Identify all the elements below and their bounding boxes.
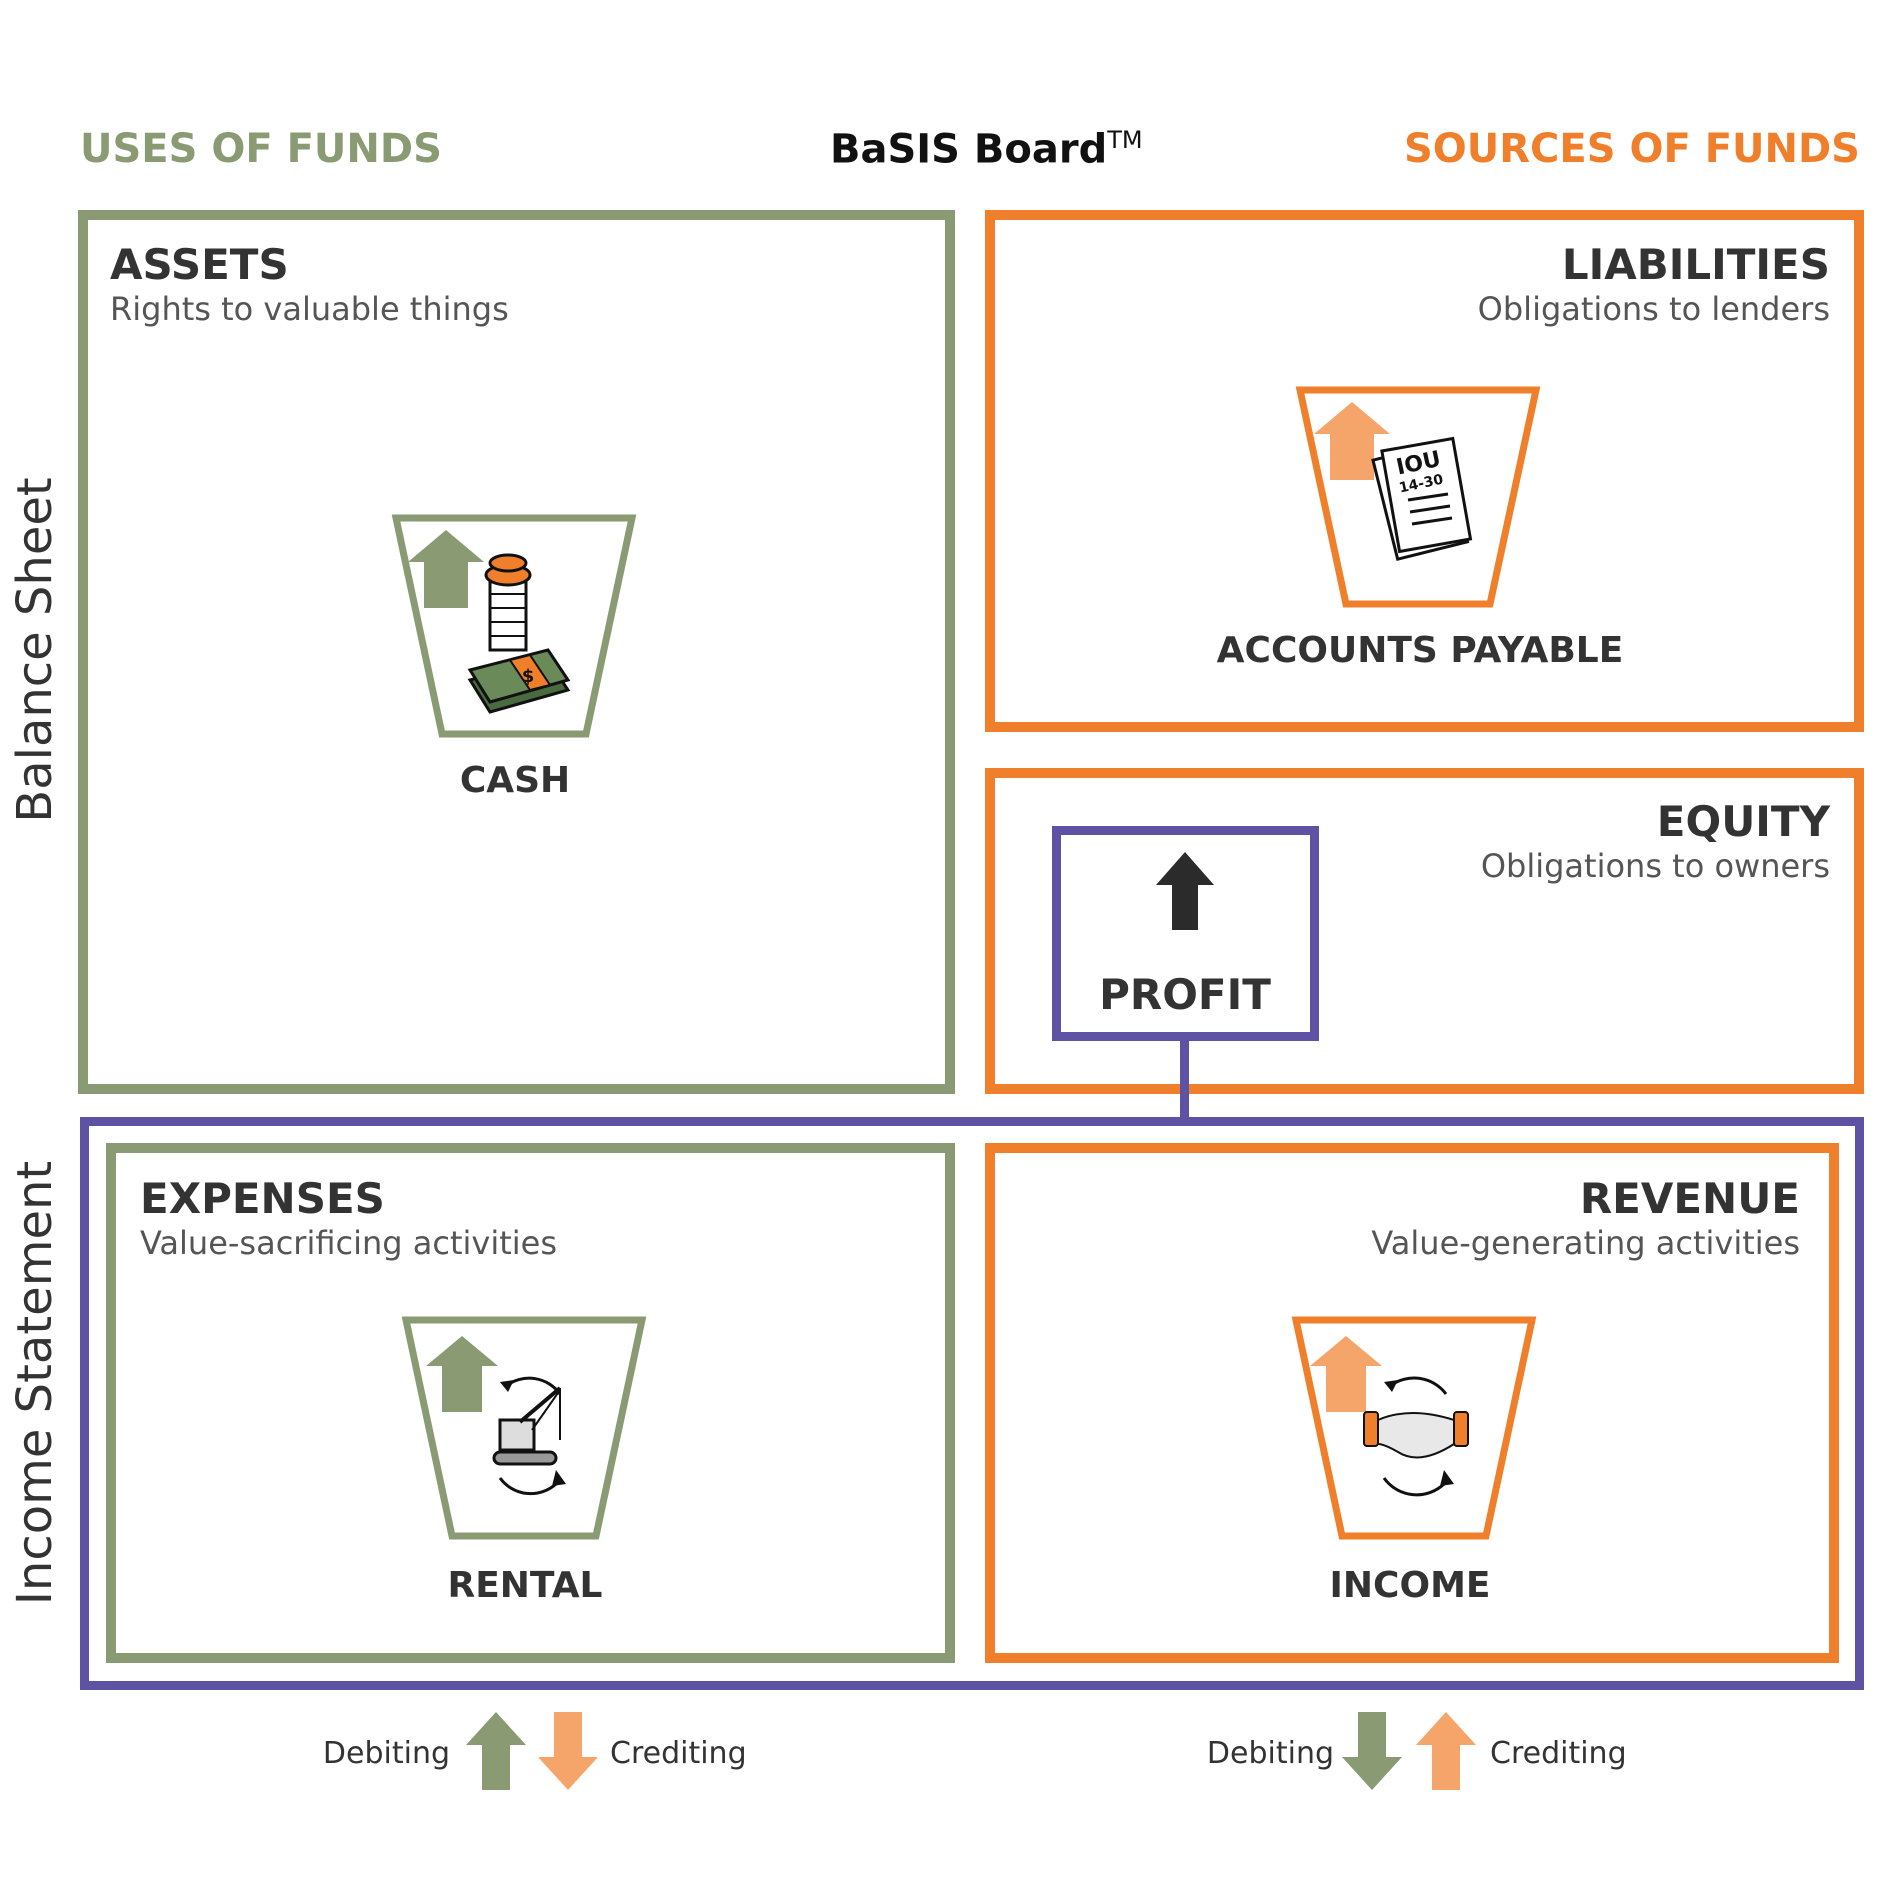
revenue-subtitle: Value-generating activities bbox=[1371, 1224, 1800, 1262]
crane-icon bbox=[492, 1386, 562, 1466]
sources-of-funds-heading: SOURCES OF FUNDS bbox=[1403, 126, 1860, 172]
equity-subtitle: Obligations to owners bbox=[1480, 847, 1830, 885]
income-statement-box bbox=[80, 1117, 1864, 1690]
board-title: BaSIS BoardTM bbox=[830, 126, 1143, 172]
revenue-box bbox=[985, 1143, 1839, 1663]
legend-right-debiting: Debiting bbox=[1206, 1736, 1334, 1771]
expenses-title: EXPENSES bbox=[140, 1174, 385, 1223]
legend-right-debit-arrow-icon bbox=[1342, 1712, 1402, 1790]
rental-cycle-top-icon bbox=[505, 1376, 562, 1395]
accounts-payable-label: ACCOUNTS PAYABLE bbox=[1216, 630, 1624, 671]
rental-cycle-bottom-icon bbox=[498, 1477, 557, 1496]
legend-left-crediting: Crediting bbox=[610, 1736, 747, 1771]
uses-of-funds-heading: USES OF FUNDS bbox=[80, 126, 442, 172]
profit-label: PROFIT bbox=[1099, 970, 1271, 1019]
income-credit-arrow-icon bbox=[1310, 1336, 1382, 1412]
iou-document-icon bbox=[1371, 436, 1473, 561]
cash-bundle-icon bbox=[467, 648, 571, 714]
rental-account-trapezoid bbox=[401, 1316, 647, 1540]
trademark-mark: TM bbox=[1107, 126, 1143, 154]
income-account-trapezoid bbox=[1291, 1316, 1537, 1540]
handshake-icon bbox=[1363, 1411, 1469, 1459]
liabilities-box bbox=[985, 210, 1864, 732]
expenses-box bbox=[106, 1143, 955, 1663]
income-label: INCOME bbox=[1329, 1565, 1491, 1606]
assets-box bbox=[78, 210, 955, 1094]
rental-debit-arrow-icon bbox=[426, 1336, 498, 1412]
profit-connector bbox=[1180, 1038, 1189, 1122]
legend-left-debit-arrow-icon bbox=[466, 1712, 526, 1790]
equity-box bbox=[985, 768, 1864, 1094]
legend-left-debiting: Debiting bbox=[322, 1736, 450, 1771]
liabilities-title: LIABILITIES bbox=[1561, 240, 1830, 289]
cash-bundle-dollar: $ bbox=[522, 666, 535, 687]
legend-right-credit-arrow-icon bbox=[1416, 1712, 1476, 1790]
payable-account-trapezoid bbox=[1295, 386, 1541, 608]
legend-left-credit-arrow-icon bbox=[538, 1712, 598, 1790]
profit-box bbox=[1052, 826, 1319, 1041]
assets-subtitle: Rights to valuable things bbox=[110, 290, 509, 328]
legend-right-crediting: Crediting bbox=[1490, 1736, 1627, 1771]
equity-title: EQUITY bbox=[1656, 797, 1830, 846]
expenses-subtitle: Value-sacrificing activities bbox=[140, 1224, 558, 1262]
board-title-text: BaSIS Board bbox=[830, 126, 1108, 173]
cash-label: CASH bbox=[459, 760, 571, 801]
income-cycle-top-icon bbox=[1389, 1376, 1448, 1395]
coin-stack-icon bbox=[484, 553, 532, 652]
profit-arrow-icon bbox=[1156, 852, 1214, 930]
cash-account-trapezoid bbox=[391, 514, 637, 738]
revenue-title: REVENUE bbox=[1579, 1174, 1800, 1223]
cash-debit-arrow-icon bbox=[408, 530, 484, 608]
payable-credit-arrow-icon bbox=[1314, 402, 1390, 480]
rental-label: RENTAL bbox=[447, 1565, 603, 1606]
assets-title: ASSETS bbox=[110, 240, 289, 289]
income-cycle-bottom-icon bbox=[1382, 1477, 1446, 1497]
liabilities-subtitle: Obligations to lenders bbox=[1477, 290, 1830, 328]
